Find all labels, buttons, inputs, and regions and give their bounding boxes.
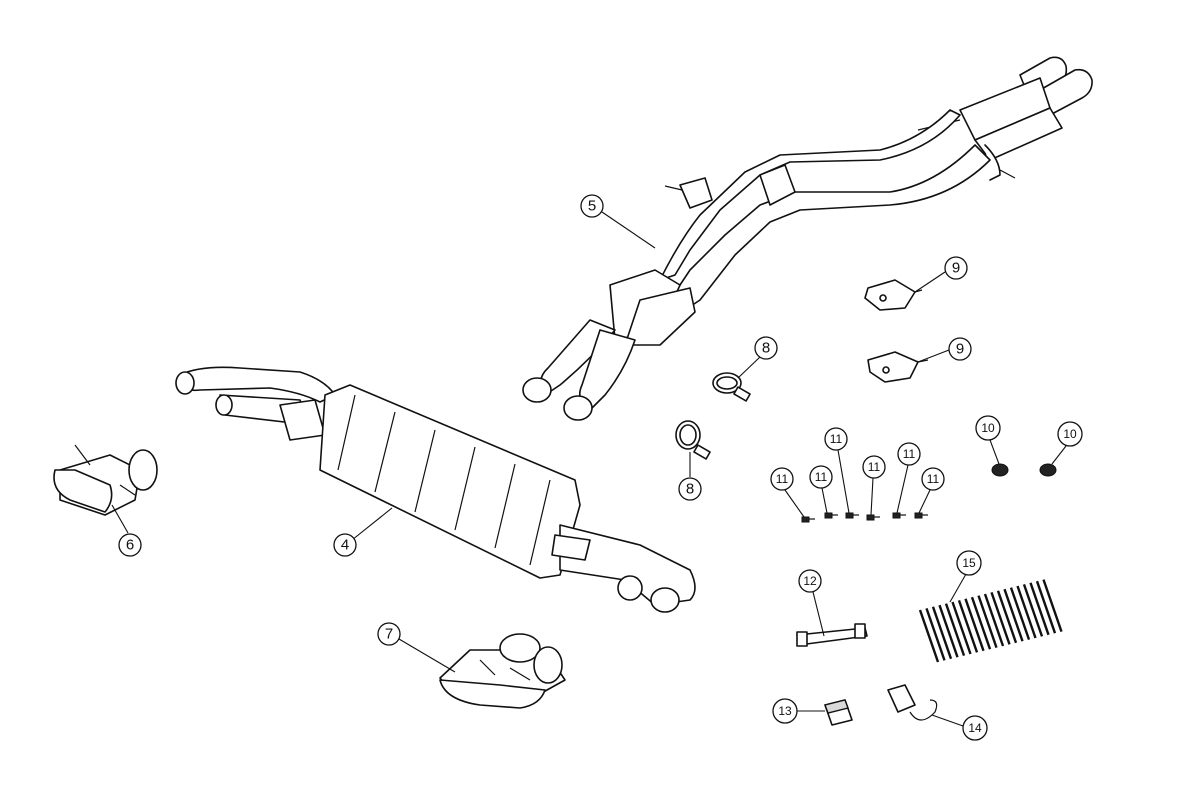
cable-tie bbox=[925, 608, 946, 661]
callout-11-b bbox=[809, 465, 833, 489]
part-5-y-pipe bbox=[522, 56, 1093, 421]
callout-5-label: 5 bbox=[588, 198, 596, 215]
callouts: 4 5 6 7 8 8 9 9 10 10 bbox=[111, 194, 1083, 741]
part-7-exhaust-tip-right bbox=[439, 633, 566, 709]
callout-9-upper bbox=[944, 256, 968, 280]
cable-tie bbox=[931, 606, 953, 660]
callout-10-left bbox=[975, 415, 1001, 441]
cable-tie bbox=[1003, 588, 1024, 642]
cable-tie bbox=[957, 600, 979, 653]
callout-14 bbox=[962, 715, 988, 741]
callout-13-label: 13 bbox=[778, 704, 792, 718]
cable-tie bbox=[996, 590, 1018, 644]
callout-13 bbox=[772, 698, 798, 724]
callout-11-e bbox=[897, 442, 921, 466]
callout-9-lower-label: 9 bbox=[956, 341, 964, 358]
part-13-block bbox=[824, 699, 853, 726]
callout-11-e-label: 11 bbox=[903, 447, 916, 461]
callout-5 bbox=[580, 194, 604, 218]
part-6-exhaust-tip-left bbox=[53, 444, 158, 516]
callout-8-lower-label: 8 bbox=[686, 481, 694, 498]
callout-11-f-label: 11 bbox=[927, 472, 940, 486]
callout-11-a bbox=[770, 467, 794, 491]
cable-tie bbox=[990, 592, 1011, 645]
part-4-rear-muffler bbox=[175, 366, 696, 613]
callout-7 bbox=[377, 622, 401, 646]
callout-15-label: 15 bbox=[962, 556, 976, 570]
part-8-clamp-upper bbox=[712, 372, 751, 402]
cable-tie bbox=[951, 601, 972, 655]
callout-11-d-label: 11 bbox=[868, 460, 881, 474]
callout-10-right bbox=[1057, 421, 1083, 447]
cable-tie bbox=[1042, 579, 1063, 632]
callout-7-label: 7 bbox=[385, 626, 393, 643]
cable-tie bbox=[1035, 580, 1057, 634]
callout-11-f bbox=[921, 467, 945, 491]
part-9-hanger-upper bbox=[864, 279, 923, 311]
callout-11-c-label: 11 bbox=[830, 432, 843, 446]
callout-10-right-label: 10 bbox=[1063, 427, 1077, 441]
callout-8-lower bbox=[678, 477, 702, 501]
cable-tie bbox=[918, 609, 940, 663]
cable-tie bbox=[977, 595, 998, 648]
callout-14-label: 14 bbox=[968, 721, 982, 735]
callout-11-c bbox=[824, 427, 848, 451]
cable-tie bbox=[1009, 587, 1031, 640]
callout-11-a-label: 11 bbox=[776, 472, 789, 486]
callout-9-lower bbox=[948, 337, 972, 361]
callout-9-upper-label: 9 bbox=[952, 260, 960, 277]
part-9-hanger-lower bbox=[867, 351, 929, 383]
cable-tie bbox=[964, 598, 985, 652]
part-10-rubber-right bbox=[1039, 463, 1057, 477]
callout-4-label: 4 bbox=[341, 537, 349, 554]
callout-12 bbox=[798, 569, 822, 593]
callout-11-b-label: 11 bbox=[815, 470, 828, 484]
cable-tie bbox=[944, 603, 966, 656]
callout-8-upper-label: 8 bbox=[762, 340, 770, 357]
cable-tie bbox=[970, 596, 992, 650]
callout-15 bbox=[956, 550, 982, 576]
cable-tie bbox=[938, 604, 959, 658]
cable-tie bbox=[1029, 582, 1050, 636]
part-15-cable-ties bbox=[918, 579, 1063, 663]
callout-8-upper bbox=[754, 336, 778, 360]
callout-6 bbox=[118, 533, 142, 557]
cable-tie bbox=[1022, 584, 1044, 637]
callout-10-left-label: 10 bbox=[981, 421, 995, 435]
cable-tie bbox=[983, 593, 1005, 647]
cable-tie bbox=[1016, 585, 1037, 639]
callout-11-d bbox=[862, 455, 886, 479]
part-8-clamp-lower bbox=[675, 420, 711, 460]
callout-6-label: 6 bbox=[126, 537, 134, 554]
part-11-screws bbox=[801, 512, 928, 523]
callout-12-label: 12 bbox=[803, 574, 817, 588]
part-14-sensor-cable bbox=[887, 684, 938, 721]
part-10-rubber-left bbox=[991, 463, 1009, 477]
part-12-bracket-strip bbox=[796, 623, 868, 647]
callout-4 bbox=[333, 533, 357, 557]
